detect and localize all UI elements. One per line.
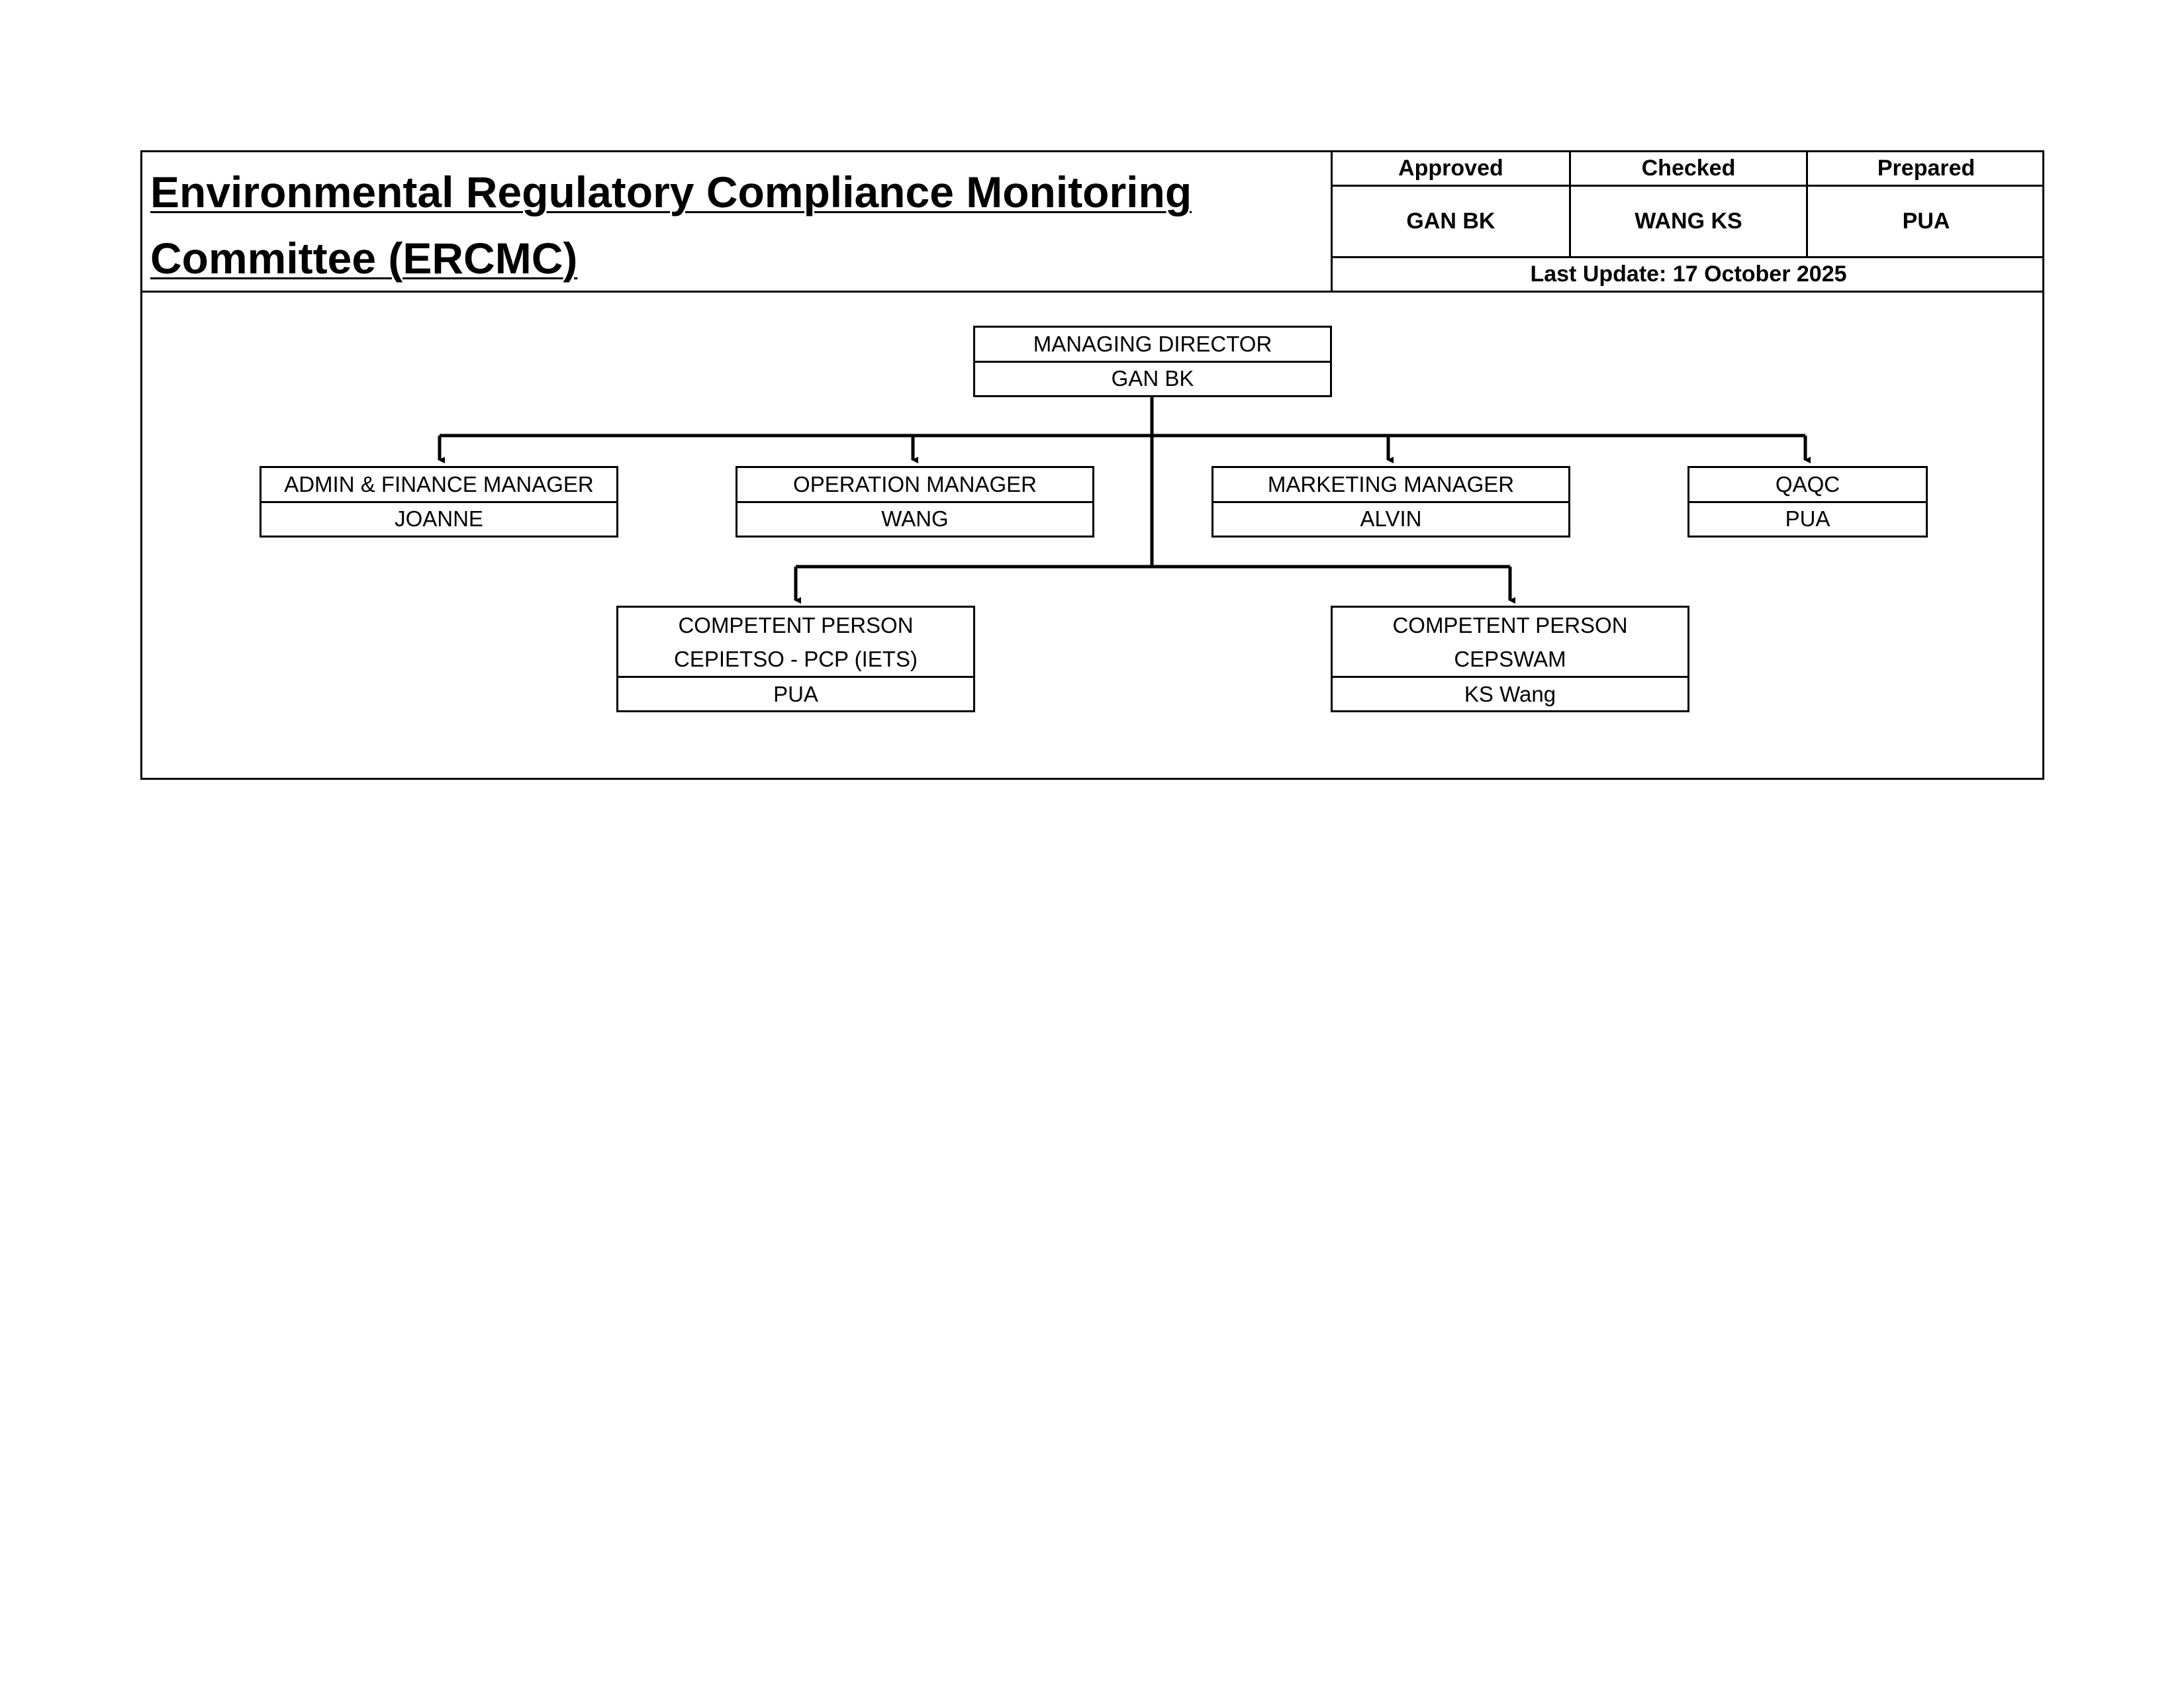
node-role: MARKETING MANAGER (1267, 471, 1515, 496)
node-competent-person-swam: COMPETENT PERSON CEPSWAM KS Wang (1331, 606, 1689, 712)
prepared-by: PUA (1806, 185, 2044, 258)
node-role: MANAGING DIRECTOR (1033, 331, 1272, 356)
approved-label: Approved (1333, 152, 1571, 187)
node-name: JOANNE (261, 500, 616, 536)
node-role: OPERATION MANAGER (793, 471, 1037, 496)
node-name: GAN BK (975, 360, 1330, 396)
node-managing-director: MANAGING DIRECTOR GAN BK (973, 326, 1332, 397)
approval-block: Approved Checked Prepared GAN BK WANG KS… (1331, 152, 2044, 291)
title-line-1: Environmental Regulatory Compliance Moni… (150, 167, 1192, 216)
page-title: Environmental Regulatory Compliance Moni… (150, 159, 1315, 291)
node-role-detail: CEPIETSO - PCP (IETS) (674, 647, 918, 671)
node-role: COMPETENT PERSON (678, 612, 914, 637)
org-chart-sheet: Environmental Regulatory Compliance Moni… (140, 150, 2044, 780)
node-qaqc: QAQC PUA (1687, 466, 1928, 538)
node-name: WANG (737, 500, 1092, 536)
node-operation-manager: OPERATION MANAGER WANG (736, 466, 1094, 538)
node-marketing-manager: MARKETING MANAGER ALVIN (1211, 466, 1570, 538)
node-admin-finance-manager: ADMIN & FINANCE MANAGER JOANNE (260, 466, 618, 538)
checked-by: WANG KS (1568, 185, 1809, 258)
node-name: ALVIN (1213, 500, 1568, 536)
node-role: QAQC (1775, 471, 1840, 496)
node-role: ADMIN & FINANCE MANAGER (284, 471, 594, 496)
title-line-2: Committee (ERCMC) (150, 234, 578, 283)
document-header: Environmental Regulatory Compliance Moni… (142, 152, 2044, 293)
approved-by: GAN BK (1333, 185, 1571, 258)
node-name: PUA (1689, 500, 1926, 536)
node-name: PUA (618, 676, 973, 710)
node-name: KS Wang (1333, 676, 1687, 710)
last-update: Last Update: 17 October 2025 (1333, 256, 2044, 291)
node-role-detail: CEPSWAM (1454, 647, 1566, 671)
node-competent-person-iets: COMPETENT PERSON CEPIETSO - PCP (IETS) P… (616, 606, 975, 712)
node-role: COMPETENT PERSON (1392, 612, 1628, 637)
prepared-label: Prepared (1806, 152, 2044, 187)
checked-label: Checked (1568, 152, 1809, 187)
approval-table: Approved Checked Prepared GAN BK WANG KS… (1333, 152, 2044, 291)
